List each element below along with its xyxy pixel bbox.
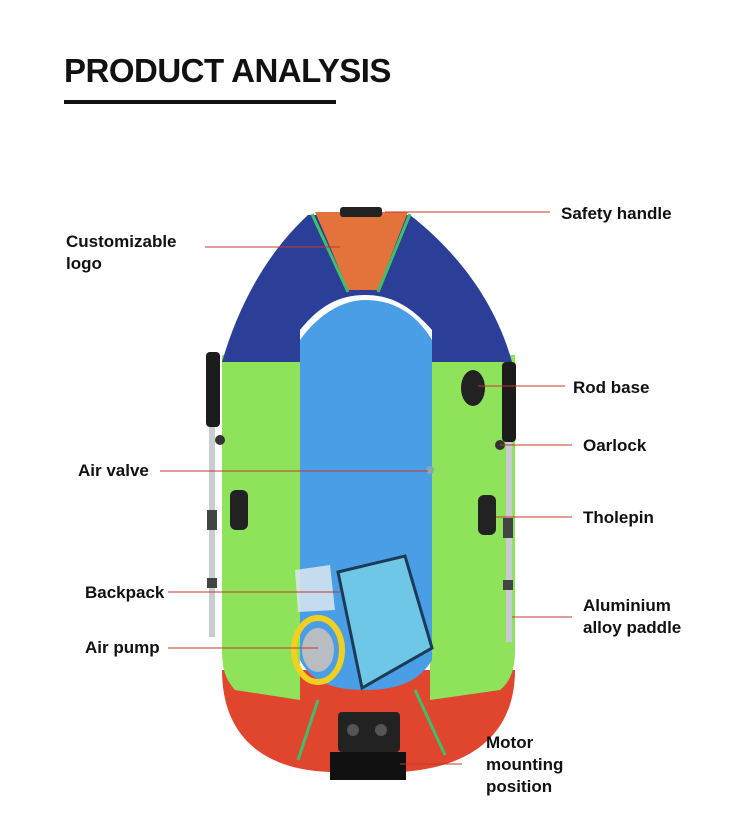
bow-seam-right: [376, 213, 412, 293]
motor-mount: [330, 712, 406, 780]
backpack: [336, 554, 434, 691]
rod-base: [461, 370, 485, 406]
port-side-tube: [222, 355, 300, 700]
label-aluminium-paddle: Aluminium alloy paddle: [583, 596, 682, 637]
air-pump: [291, 565, 345, 685]
label-air-pump: Air pump: [85, 638, 160, 657]
title-underline: [64, 100, 336, 104]
leader-lines: [160, 211, 572, 765]
label-customizable-logo: Customizable logo: [66, 232, 177, 273]
starboard-side-tube: [430, 355, 515, 700]
air-valve: [426, 466, 434, 474]
label-oarlock: Oarlock: [583, 436, 647, 455]
tholepin-right: [478, 495, 496, 535]
stern-seam-left: [296, 699, 320, 761]
stern-seam-right: [413, 689, 447, 756]
label-motor-mount: Motor mounting position: [486, 733, 564, 796]
label-backpack: Backpack: [85, 583, 165, 602]
label-safety-handle: Safety handle: [561, 204, 672, 223]
tholepin-left: [230, 490, 248, 530]
label-rod-base: Rod base: [573, 378, 650, 397]
paddle-right: [502, 362, 516, 642]
label-air-valve: Air valve: [78, 461, 149, 480]
safety-handle: [340, 207, 382, 217]
bow-seam-left: [310, 213, 350, 293]
label-tholepin: Tholepin: [583, 508, 654, 527]
paddle-left: [206, 352, 220, 637]
oarlock-left: [215, 435, 225, 445]
bow-tube: [315, 212, 408, 290]
page-title: PRODUCT ANALYSIS: [64, 52, 391, 89]
